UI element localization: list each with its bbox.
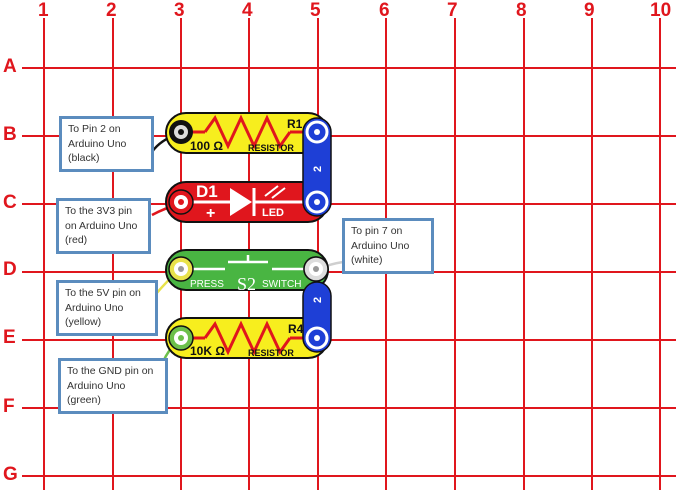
- label-pin7-line3: (white): [351, 254, 383, 266]
- column-label: 3: [174, 0, 185, 21]
- column-label: 10: [650, 0, 672, 21]
- label-pin2: To Pin 2 on Arduino Uno (black): [59, 116, 154, 172]
- r4-type: RESISTOR: [248, 348, 294, 358]
- jumper-top: 2: [302, 117, 332, 217]
- label-gnd-line3: (green): [67, 394, 101, 406]
- jumper-top-label: 2: [312, 166, 324, 172]
- column-label: 8: [516, 0, 527, 21]
- row-label: G: [3, 464, 18, 485]
- label-5v-line2: Arduino Uno: [65, 301, 124, 314]
- column-label: 5: [310, 0, 321, 21]
- d1-type: LED: [262, 207, 284, 219]
- label-5v: To the 5V pin on Arduino Uno (yellow): [56, 280, 158, 336]
- column-label: 4: [242, 0, 253, 21]
- column-label: 2: [106, 0, 117, 21]
- row-label: F: [3, 396, 15, 417]
- row-label: D: [3, 259, 17, 280]
- s2-ref: S2: [237, 274, 256, 294]
- r4-ref: R4: [288, 322, 304, 336]
- jumper-bottom-label: 2: [312, 297, 324, 303]
- label-pin2-line1: To Pin 2 on: [68, 123, 121, 135]
- label-3v3-line3: (red): [65, 234, 88, 246]
- label-5v-line1: To the 5V pin on: [65, 287, 141, 299]
- s2-left: PRESS: [190, 279, 224, 290]
- label-3v3-line2: on Arduino Uno: [65, 219, 138, 232]
- row-label: B: [3, 124, 17, 145]
- r1-ref: R1: [287, 117, 303, 131]
- row-label: A: [3, 56, 17, 77]
- label-5v-line3: (yellow): [65, 316, 102, 328]
- svg-text:+: +: [206, 205, 215, 222]
- label-pin7: To pin 7 on Arduino Uno (white): [342, 218, 434, 274]
- label-pin2-line2: Arduino Uno: [68, 137, 127, 150]
- label-pin7-line2: Arduino Uno: [351, 239, 410, 252]
- r1-value: 100 Ω: [190, 139, 223, 153]
- jumper-bottom: 2: [302, 256, 332, 353]
- column-label: 7: [447, 0, 458, 21]
- column-label: 9: [584, 0, 595, 21]
- label-3v3-line1: To the 3V3 pin: [65, 205, 133, 217]
- d1-ref: D1: [196, 182, 218, 201]
- r4-value: 10K Ω: [190, 344, 225, 358]
- label-3v3: To the 3V3 pin on Arduino Uno (red): [56, 198, 151, 254]
- label-gnd: To the GND pin on Arduino Uno (green): [58, 358, 168, 414]
- column-label: 6: [379, 0, 390, 21]
- label-pin7-line1: To pin 7 on: [351, 225, 403, 237]
- r1-type: RESISTOR: [248, 143, 294, 153]
- label-gnd-line2: Arduino Uno: [67, 379, 126, 392]
- row-label: E: [3, 327, 16, 348]
- row-label: C: [3, 192, 17, 213]
- label-pin2-line3: (black): [68, 152, 100, 164]
- column-label: 1: [38, 0, 49, 21]
- s2-right: SWITCH: [262, 279, 301, 290]
- resistor-r1: R1 100 Ω RESISTOR: [165, 112, 329, 154]
- label-gnd-line1: To the GND pin on: [67, 365, 154, 377]
